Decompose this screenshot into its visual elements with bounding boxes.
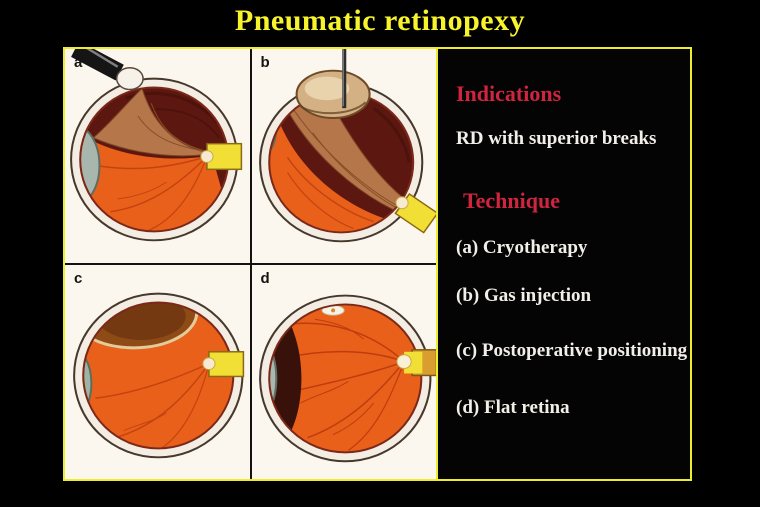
figure-panel-b: b <box>251 49 436 263</box>
technique-step-c: (c) Postoperative positioning <box>456 340 688 361</box>
optic-nerve-icon <box>202 351 245 378</box>
figure-panel-d: d <box>251 265 436 479</box>
optic-nerve-icon <box>395 349 436 377</box>
panel-label-a: a <box>74 54 83 71</box>
lens-icon <box>83 346 93 420</box>
figure-text-divider <box>436 49 438 479</box>
technique-heading: Technique <box>463 188 561 213</box>
cryoprobe-icon <box>71 49 144 91</box>
eye-cross-section-flat-retina-illustration <box>258 294 436 463</box>
indications-text: RD with superior breaks <box>456 128 657 149</box>
eye-cross-section-gas-injection-illustration <box>258 49 436 243</box>
content-frame: a <box>63 47 692 481</box>
figure-panel-a: a <box>65 49 250 263</box>
sealed-break-icon <box>320 304 345 316</box>
optic-nerve-icon <box>200 142 243 171</box>
injection-needle-icon <box>341 49 346 109</box>
lens-icon <box>80 124 101 206</box>
page-title: Pneumatic retinopexy <box>234 4 526 37</box>
text-sidebar: Indications RD with superior breaks Tech… <box>438 49 690 479</box>
panel-label-b: b <box>260 54 270 71</box>
indications-heading: Indications <box>456 81 562 106</box>
lens-icon <box>268 334 277 423</box>
technique-step-d: (d) Flat retina <box>456 397 570 418</box>
technique-step-a: (a) Cryotherapy <box>456 237 588 258</box>
panel-label-c: c <box>74 270 83 287</box>
eye-figure-grid: a <box>65 49 436 479</box>
technique-step-b: (b) Gas injection <box>456 285 592 306</box>
gas-bubble-icon <box>295 69 371 120</box>
panel-label-d: d <box>260 270 270 287</box>
eye-cross-section-positioning-illustration <box>73 292 245 459</box>
figure-panel-c: c <box>65 265 250 479</box>
eye-cross-section-cryotherapy-illustration <box>70 49 243 242</box>
